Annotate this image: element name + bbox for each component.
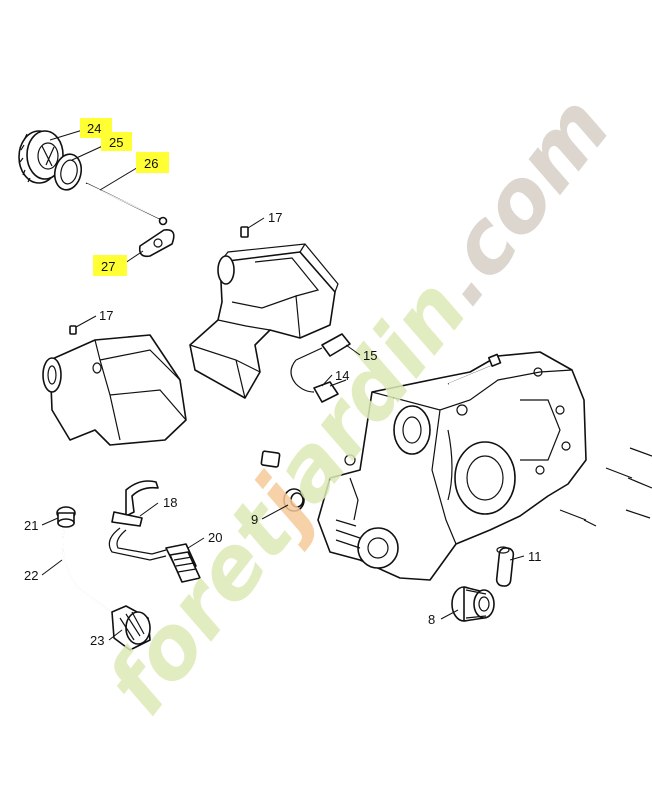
callout-26-label: 26 xyxy=(144,156,158,171)
callout-27-label: 27 xyxy=(101,259,115,274)
bushing-part-9 xyxy=(283,488,305,512)
hose-part-22 xyxy=(61,529,115,615)
callout-17-upper-label: 17 xyxy=(268,210,282,225)
buffer-part-8 xyxy=(451,586,495,622)
callout-14-label: 14 xyxy=(335,368,349,383)
filter-housing-part xyxy=(42,334,187,446)
callout-25-label: 25 xyxy=(109,135,123,150)
filter-part-20 xyxy=(165,543,201,583)
bolt-part xyxy=(447,353,502,385)
rod-part xyxy=(85,182,168,226)
crankcase-part xyxy=(317,351,587,581)
clip-part xyxy=(260,450,281,468)
callout-labels: 24 25 26 27 17 17 15 14 18 9 20 21 22 23… xyxy=(24,118,542,648)
screw-17-upper-part xyxy=(240,226,249,238)
retainer-part xyxy=(138,228,175,258)
callout-25: 25 xyxy=(101,132,132,151)
callout-27: 27 xyxy=(93,255,127,276)
callout-26: 26 xyxy=(136,152,169,173)
sleeve-part-11 xyxy=(495,546,515,587)
filter-part-23 xyxy=(111,605,151,651)
callout-22-label: 22 xyxy=(24,568,38,583)
screw-17-lower-part xyxy=(69,325,77,335)
callout-8-label: 8 xyxy=(428,612,435,627)
callout-18-label: 18 xyxy=(163,495,177,510)
callout-17-lower-label: 17 xyxy=(99,308,113,323)
fuel-hose-part-18 xyxy=(108,480,167,561)
grommet-part-21 xyxy=(56,506,76,528)
callout-20-label: 20 xyxy=(208,530,222,545)
oil-line-part-15 xyxy=(290,333,351,393)
callout-21-label: 21 xyxy=(24,518,38,533)
callout-15-label: 15 xyxy=(363,348,377,363)
stud-parts xyxy=(559,447,652,527)
callout-11-label: 11 xyxy=(528,549,542,564)
callout-23-label: 23 xyxy=(90,633,104,648)
fitting-part-14 xyxy=(313,379,347,403)
callout-24-label: 24 xyxy=(87,121,101,136)
filter-cover-upper-part xyxy=(189,243,339,399)
seal-ring-part xyxy=(53,153,83,191)
tank-cap-part xyxy=(18,130,64,184)
callout-9-label: 9 xyxy=(251,512,258,527)
